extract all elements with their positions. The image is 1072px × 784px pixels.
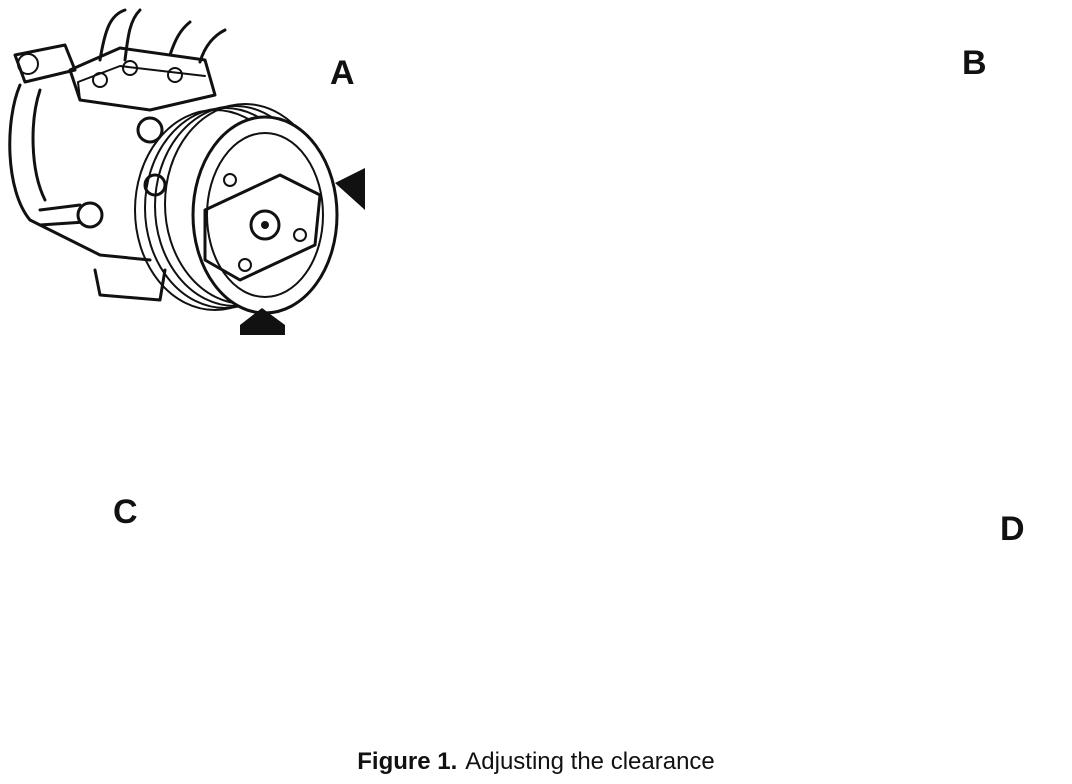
panel-label-d: D bbox=[1000, 510, 1025, 548]
panel-a-compressor bbox=[8, 8, 365, 335]
figure-caption: Figure 1. Adjusting the clearance bbox=[0, 748, 1072, 776]
panel-label-b: B bbox=[962, 44, 987, 82]
panel-label-c: C bbox=[113, 493, 138, 531]
caption-text: Adjusting the clearance bbox=[465, 748, 715, 775]
panel-label-a: A bbox=[330, 54, 355, 92]
caption-number: Figure 1. bbox=[357, 748, 458, 775]
